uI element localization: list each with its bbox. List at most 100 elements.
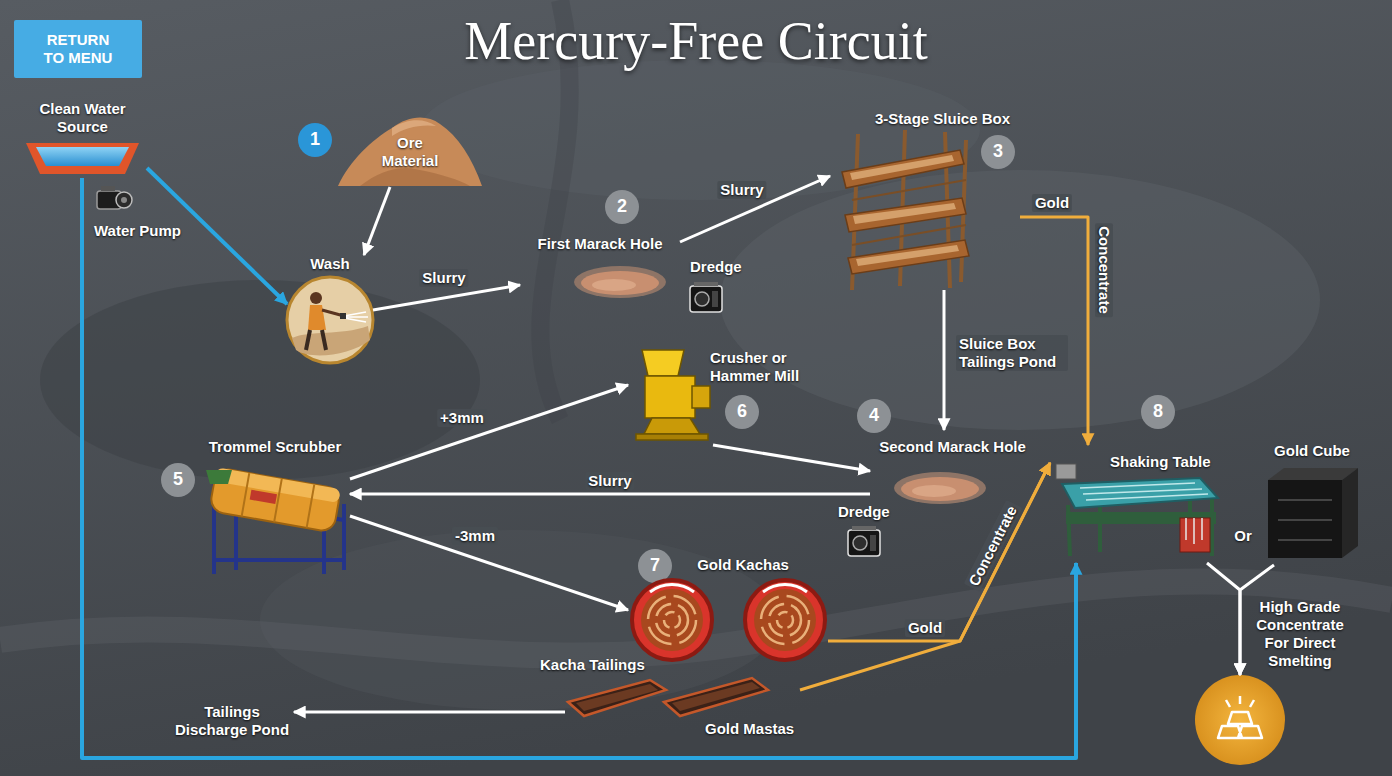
trommel: Trommel Scrubber — [200, 436, 350, 581]
dredge-pump — [848, 530, 880, 556]
text-wrap: Wash — [287, 255, 373, 273]
marack-pit — [894, 472, 986, 504]
flow-connector — [350, 493, 870, 496]
label-wrap: Slurry — [717, 181, 766, 199]
water-pump — [121, 197, 127, 203]
gold-kacha — [641, 589, 703, 651]
aerial-ground — [540, 0, 569, 420]
text-wrap: Ore Material — [370, 134, 450, 170]
text-wrap: Second Marack Hole — [870, 438, 1035, 456]
gold-kacha — [664, 612, 680, 628]
gold-kacha — [777, 612, 793, 628]
label-wrap: +3mm — [437, 409, 487, 427]
callout-number: 2 — [617, 196, 627, 218]
hammer-mill — [644, 418, 700, 434]
text-wrap: Crusher or Hammer Mill — [710, 349, 815, 385]
ore-stockpile: Ore Material — [340, 112, 480, 187]
text-wrap: Shaking Table — [1110, 453, 1225, 471]
dredge-pump — [870, 535, 876, 551]
gold-kacha — [761, 596, 809, 644]
hammer-mill — [692, 386, 710, 408]
text-wrap: RETURN TO MENU — [36, 31, 120, 66]
water-source: Clean Water Source — [20, 98, 147, 178]
label-wrap: Concentrate — [1095, 223, 1113, 317]
node-text: Tailings Discharge Pond — [172, 703, 292, 739]
title-wrap: Mercury-Free Circuit — [0, 12, 1392, 71]
node-text: High Grade Concentrate For Direct Smelti… — [1250, 598, 1350, 670]
callout-number: 1 — [310, 129, 320, 151]
flow-connector — [1020, 217, 1088, 445]
node-text: Wash — [310, 255, 349, 273]
hammer-mill — [636, 434, 708, 440]
flow-connector — [800, 463, 1050, 690]
flow-connector — [350, 516, 628, 610]
callout-circle — [1141, 395, 1175, 429]
text-wrap: Trommel Scrubber — [200, 438, 350, 456]
gold-bars — [1195, 675, 1285, 765]
aerial-ground — [720, 170, 1320, 430]
annotation-label: Or — [1234, 527, 1252, 545]
trommel-scrubber — [206, 470, 232, 484]
callout-circle — [638, 549, 672, 583]
shaking-table — [1186, 518, 1202, 544]
edge-label: Slurry — [585, 472, 634, 490]
text-wrap: Clean Water Source — [20, 100, 145, 136]
label-wrap: Kacha Tailings — [540, 656, 645, 674]
wash-scene — [340, 313, 346, 319]
dredge-pump — [848, 526, 880, 556]
wash-scene — [308, 305, 326, 330]
water-trough — [26, 143, 139, 174]
callout-circle — [605, 190, 639, 224]
diagram-title: Mercury-Free Circuit — [464, 12, 927, 71]
flow-connector — [1207, 563, 1240, 675]
edge-label: Slurry — [717, 181, 766, 199]
wash-scene — [287, 277, 373, 363]
gold-kacha — [632, 580, 712, 660]
dredge-pump — [852, 526, 876, 530]
label-wrap: 3 — [993, 141, 1003, 163]
node-text: 3-Stage Sluice Box — [875, 110, 1010, 128]
gold-kacha — [745, 580, 825, 660]
sluice-box — [842, 130, 969, 290]
label-wrap: 8 — [1153, 401, 1163, 423]
flow-connector — [147, 168, 287, 304]
gold-kacha — [632, 580, 712, 660]
marack-pit — [901, 477, 979, 501]
label-wrap: -3mm — [452, 527, 498, 545]
label-wrap: Slurry — [419, 269, 468, 287]
ore-pile — [360, 168, 470, 186]
gold-kacha — [769, 604, 801, 636]
label-wrap: Water Pump — [94, 222, 181, 240]
edge-label: -3mm — [452, 527, 498, 545]
marack-pit — [574, 266, 666, 298]
gold-masta — [672, 682, 760, 711]
callout-number: 7 — [650, 555, 660, 577]
gold-cube: Gold Cube — [1262, 440, 1362, 565]
marack-pit — [894, 472, 986, 504]
callout-circle — [981, 135, 1015, 169]
node-text: Second Marack Hole — [879, 438, 1026, 456]
gold-mastas: Gold Mastas — [565, 672, 800, 740]
text-wrap: Gold Mastas — [705, 720, 800, 738]
dredge-pump — [853, 536, 867, 550]
marack-pit — [912, 485, 956, 497]
gold-cube — [1278, 500, 1332, 540]
text-wrap: Gold Cube — [1262, 442, 1362, 460]
text-wrap: High Grade Concentrate For Direct Smelti… — [1250, 598, 1350, 670]
ore-pile — [338, 118, 482, 186]
gold-cube — [1268, 480, 1342, 558]
dredge-pump — [712, 291, 718, 307]
gold-cube — [1342, 468, 1358, 558]
water-trough — [26, 143, 139, 174]
water-pump — [101, 186, 115, 191]
wash-scene — [306, 330, 326, 350]
label-wrap: 1 — [310, 129, 320, 151]
gold-masta — [568, 678, 768, 716]
label-wrap: 6 — [737, 401, 747, 423]
callout-number: 3 — [993, 141, 1003, 163]
sluice-box — [845, 198, 966, 232]
